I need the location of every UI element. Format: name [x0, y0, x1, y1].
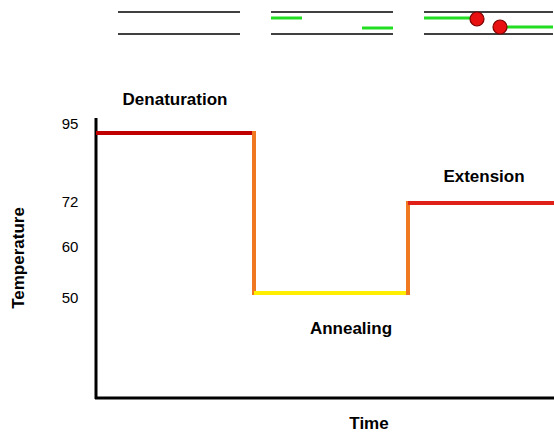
phase-label: Denaturation: [123, 90, 228, 110]
dna-strands: [118, 12, 553, 34]
tick-label: 72: [62, 193, 79, 210]
temperature-profile: [96, 131, 554, 295]
tick-label: 60: [62, 238, 79, 255]
phase-label: Extension: [443, 167, 524, 187]
polymerase: [470, 12, 507, 34]
axis-title: Temperature: [9, 207, 29, 309]
axes: [95, 118, 554, 399]
phase-label: Annealing: [310, 319, 392, 339]
tick-label: 50: [62, 289, 79, 306]
primers: [271, 18, 553, 28]
tick-label: 95: [62, 115, 79, 132]
axis-title: Time: [349, 414, 388, 434]
